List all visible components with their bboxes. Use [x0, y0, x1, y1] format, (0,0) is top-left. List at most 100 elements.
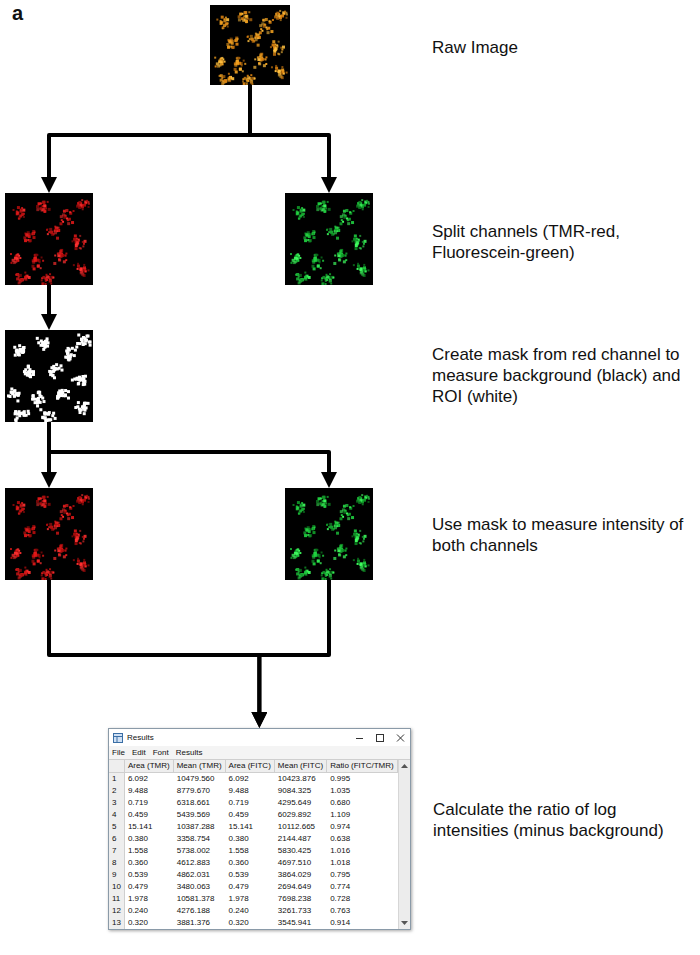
table-cell: 0.719 [226, 797, 275, 809]
micrograph-panel: Raw Image [210, 5, 290, 85]
table-cell: 3358.754 [174, 833, 226, 845]
micrograph-panel [5, 488, 93, 580]
table-cell: 13 [109, 917, 125, 929]
table-cell: 0.459 [125, 809, 174, 821]
cell-speckles [290, 494, 370, 580]
table-cell: 6 [109, 833, 125, 845]
micrograph-panel [5, 193, 93, 285]
table-cell: 1.558 [125, 845, 174, 857]
table-cell: 1.978 [125, 893, 174, 905]
table-cell: 1 [109, 773, 125, 785]
image-ground [5, 330, 93, 422]
image-ground [285, 193, 373, 285]
panel-letter: a [12, 2, 23, 25]
title-bar: Results [109, 729, 410, 746]
table-cell: 3545.941 [275, 917, 327, 929]
column-header: Mean (FITC) [275, 760, 327, 773]
results-table: Area (TMR)Mean (TMR)Area (FITC)Mean (FIT… [109, 760, 398, 929]
table-cell: 0.380 [125, 833, 174, 845]
table-cell: 6.092 [125, 773, 174, 785]
table-cell: 0.914 [327, 917, 398, 929]
table-cell: 1.978 [226, 893, 275, 905]
table-cell: 3480.063 [174, 881, 226, 893]
table-cell: 0.680 [327, 797, 398, 809]
table-cell: 4612.883 [174, 857, 226, 869]
flow-arrow [250, 85, 329, 179]
table-cell: 9 [109, 869, 125, 881]
table-cell: 4697.510 [275, 857, 327, 869]
table-cell: 4 [109, 809, 125, 821]
table-cell: 4276.188 [174, 905, 226, 917]
fluorescence-image [285, 193, 373, 285]
table-cell: 0.763 [327, 905, 398, 917]
column-header: Ratio (FITC/TMR) [327, 760, 398, 773]
table-cell: 0.638 [327, 833, 398, 845]
table-cell: 1.109 [327, 809, 398, 821]
image-ground [5, 193, 93, 285]
flow-arrow [49, 85, 250, 179]
table-cell: 1.035 [327, 785, 398, 797]
table-cell: 15.141 [226, 821, 275, 833]
table-cell: 0.360 [226, 857, 275, 869]
table-cell: 0.974 [327, 821, 398, 833]
mask-image [5, 330, 93, 422]
scrollbar [398, 760, 410, 929]
table-cell: 1.016 [327, 845, 398, 857]
table-cell: 6029.892 [275, 809, 327, 821]
table-cell: 4295.649 [275, 797, 327, 809]
column-header: Mean (TMR) [174, 760, 226, 773]
image-ground [210, 5, 290, 85]
table-cell: 5439.569 [174, 809, 226, 821]
window-controls [354, 733, 406, 743]
table-cell: 0.240 [125, 905, 174, 917]
cell-speckles [10, 199, 90, 285]
table-cell: 1.018 [327, 857, 398, 869]
flow-arrow [49, 580, 259, 714]
table-cell: 10387.288 [174, 821, 226, 833]
table-cell: 5830.425 [275, 845, 327, 857]
table-cell: 5738.002 [174, 845, 226, 857]
table-cell: 9.488 [226, 785, 275, 797]
table-cell: 0.795 [327, 869, 398, 881]
menu-item: File [112, 747, 125, 758]
window-icon [113, 733, 123, 743]
table-cell: 0.479 [125, 881, 174, 893]
step-description: Calculate the ratio of log intensities (… [433, 799, 695, 841]
step-description: Raw Image [432, 37, 694, 58]
table-cell: 8 [109, 857, 125, 869]
table-cell: 0.479 [226, 881, 275, 893]
micrograph-panel: Use mask to measure intensity of both ch… [285, 488, 373, 580]
table-cell: 10112.665 [275, 821, 327, 833]
menu-item: Results [176, 747, 203, 758]
table-cell: 11 [109, 893, 125, 905]
table-cell: 0.728 [327, 893, 398, 905]
step-description: Use mask to measure intensity of both ch… [432, 514, 694, 556]
table-cell: 0.459 [226, 809, 275, 821]
table-cell: 10 [109, 881, 125, 893]
table-cell: 2694.649 [275, 881, 327, 893]
fluorescence-image [5, 488, 93, 580]
window-title: Results [127, 732, 154, 743]
fluorescence-image [285, 488, 373, 580]
results-window: ResultsFileEditFontResultsArea (TMR)Mean… [108, 728, 411, 930]
table-cell: 12 [109, 905, 125, 917]
flow-arrow [49, 422, 329, 474]
table-cell: 8779.670 [174, 785, 226, 797]
table-cell: 0.240 [226, 905, 275, 917]
table-cell: 10479.560 [174, 773, 226, 785]
table-cell: 1.558 [226, 845, 275, 857]
cell-speckles [7, 333, 92, 422]
table-cell: 9.488 [125, 785, 174, 797]
table-cell: 9084.325 [275, 785, 327, 797]
table-cell: 2144.487 [275, 833, 327, 845]
table-cell: 7 [109, 845, 125, 857]
micrograph-panel: Create mask from red channel to measure … [5, 330, 93, 422]
table-cell: 5 [109, 821, 125, 833]
menu-item: Font [153, 747, 169, 758]
column-header: Area (TMR) [125, 760, 174, 773]
cell-speckles [10, 494, 90, 580]
table-cell: 2 [109, 785, 125, 797]
table-cell: 10581.378 [174, 893, 226, 905]
step-description: Create mask from red channel to measure … [432, 344, 694, 407]
